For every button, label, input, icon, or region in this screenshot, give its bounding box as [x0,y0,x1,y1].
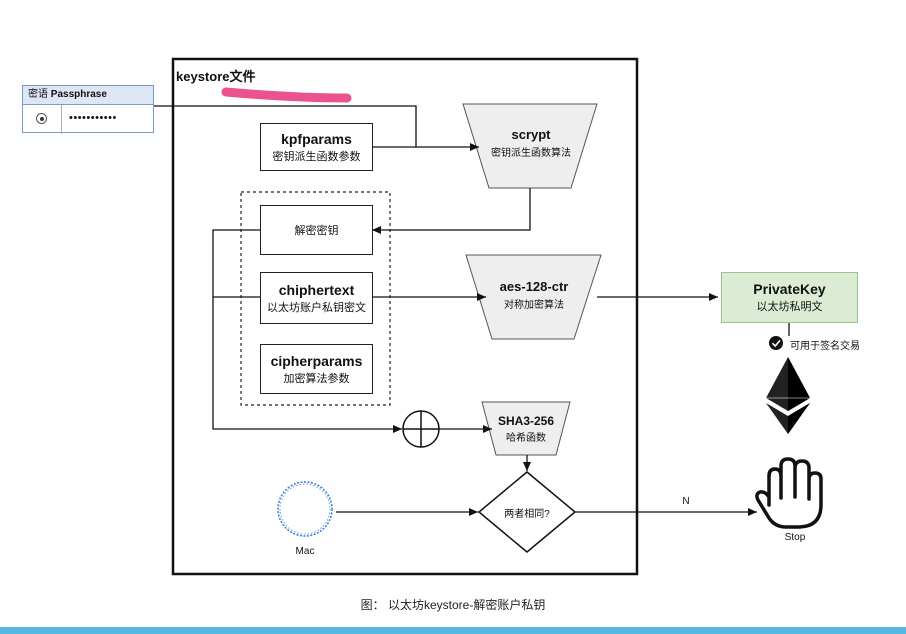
edge-decryptkey-to-xor [212,229,402,433]
ethereum-icon [766,357,810,434]
passphrase-label: Passphrase [50,89,107,100]
scrypt-trapezoid [462,103,598,189]
edge-scrypt-to-decryptkey [372,188,531,234]
check-circle-icon [769,336,783,350]
ciphertext-main: chiphertext [278,281,355,298]
mac-circle [277,481,333,537]
cipherparams-main: cipherparams [270,352,363,369]
ciphertext-sub: 以太坊账户私钥密文 [267,301,366,314]
compare-diamond [477,471,577,553]
aes-trapezoid [465,254,602,340]
edge-label-n: N [682,496,690,507]
sha-main: SHA3-256 [497,414,555,428]
sha-trapezoid [481,401,571,456]
divider [61,105,62,134]
aes-label: aes-128-ctr 对称加密算法 [470,279,598,311]
passphrase-row: ••••••••••• [23,105,153,134]
sign-note: 可用于签名交易 [790,341,860,352]
scrypt-label: scrypt 密钥派生函数算法 [468,127,594,159]
cipherparams-sub: 加密算法参数 [283,372,350,385]
cipherparams-box: cipherparams 加密算法参数 [260,344,373,394]
edge-password-to-scrypt [154,105,479,151]
decrypt-key-box: 解密密钥 [260,205,373,255]
mac-label: Mac [295,546,315,557]
decrypt-key-label: 解密密钥 [294,225,339,237]
passphrase-label-prefix: 密语 [28,89,48,100]
sha-label: SHA3-256 哈希函数 [482,414,570,444]
ciphertext-box: chiphertext 以太坊账户私钥密文 [260,272,373,324]
compare-label: 两者相同? [504,509,550,520]
scrypt-sub: 密钥派生函数算法 [491,148,571,159]
passphrase-panel: 密语 Passphrase ••••••••••• [22,85,154,134]
mac-circle-inner [279,483,331,535]
passphrase-input[interactable]: ••••••••••• [69,112,117,124]
kpfparams-sub: 密钥派生函数参数 [272,150,361,163]
figure-caption: 图： 以太坊keystore-解密账户私钥 [360,598,546,612]
keystore-container [171,57,639,576]
kpfparams-main: kpfparams [281,130,352,147]
privatekey-box: PrivateKey 以太坊私明文 [721,272,858,323]
sha-sub: 哈希函数 [506,433,546,444]
hand-stop-icon [755,457,823,529]
aes-main: aes-128-ctr [499,279,569,294]
scrypt-main: scrypt [511,127,551,142]
aes-sub: 对称加密算法 [504,300,564,311]
privatekey-sub: 以太坊私明文 [756,301,823,313]
radio-selected[interactable] [36,113,47,124]
kpfparams-box: kpfparams 密钥派生函数参数 [260,123,373,171]
privatekey-main: PrivateKey [753,281,826,297]
xor-icon [402,410,440,448]
encrypted-group-dotted [240,191,391,406]
passphrase-header: 密语 Passphrase [23,86,153,105]
bottom-accent-bar [0,627,906,634]
highlighter-mark [221,87,352,103]
stop-label: Stop [784,532,806,543]
keystore-title: keystore文件 [176,69,256,84]
